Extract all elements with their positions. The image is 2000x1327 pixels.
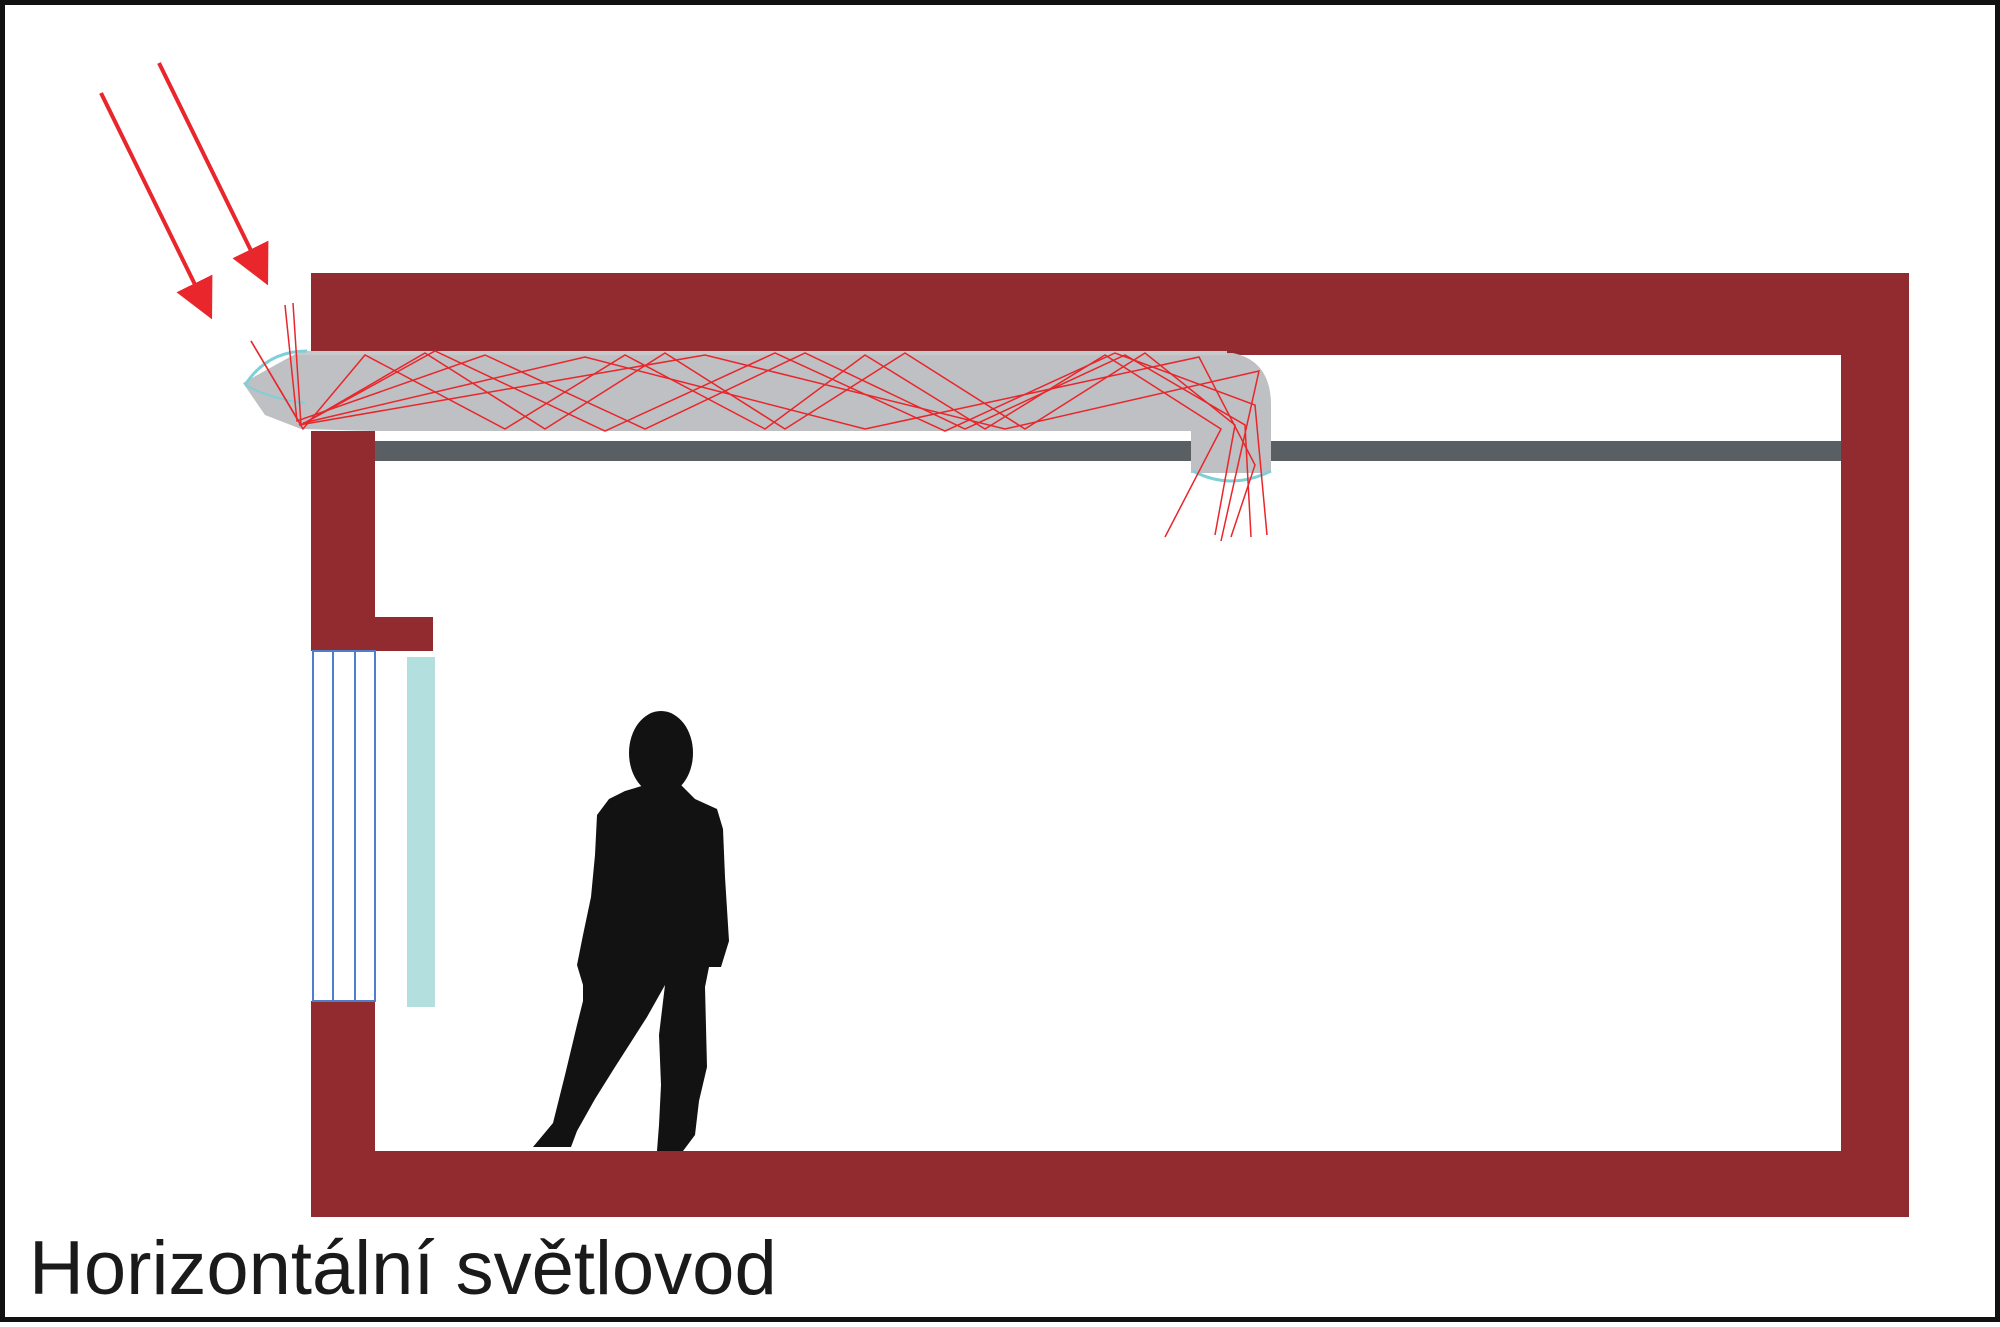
building-section <box>311 273 1909 1217</box>
window <box>312 650 376 1002</box>
ray <box>292 302 1236 536</box>
left-wall-lower <box>311 1001 375 1217</box>
ceiling-diffuser <box>1192 469 1272 483</box>
window-frame <box>312 650 376 1002</box>
collector-dome <box>243 349 308 386</box>
ray <box>284 304 1252 538</box>
light-pipe-diagram <box>99 62 1909 1217</box>
ray <box>302 356 1256 538</box>
light-rays <box>250 302 1268 542</box>
ray <box>250 340 1268 536</box>
sunlight-arrows <box>99 62 269 320</box>
arrow-icon <box>157 62 269 286</box>
left-wall-upper <box>311 431 375 651</box>
person-silhouette-icon <box>533 711 729 1151</box>
duct-top-edge <box>297 351 1227 355</box>
floor-slab <box>311 1151 1909 1217</box>
duct-body-top <box>297 353 1271 431</box>
window-lintel <box>375 617 433 651</box>
roof-slab <box>311 273 1909 355</box>
interior-glass-panel <box>407 657 435 1007</box>
right-wall <box>1841 273 1909 1217</box>
ray <box>298 354 1260 542</box>
suspended-ceiling <box>375 441 1841 461</box>
ray <box>250 340 1222 538</box>
light-duct <box>243 351 1271 473</box>
diagram-caption: Horizontální světlovod <box>29 1226 777 1311</box>
arrow-icon <box>99 92 213 320</box>
